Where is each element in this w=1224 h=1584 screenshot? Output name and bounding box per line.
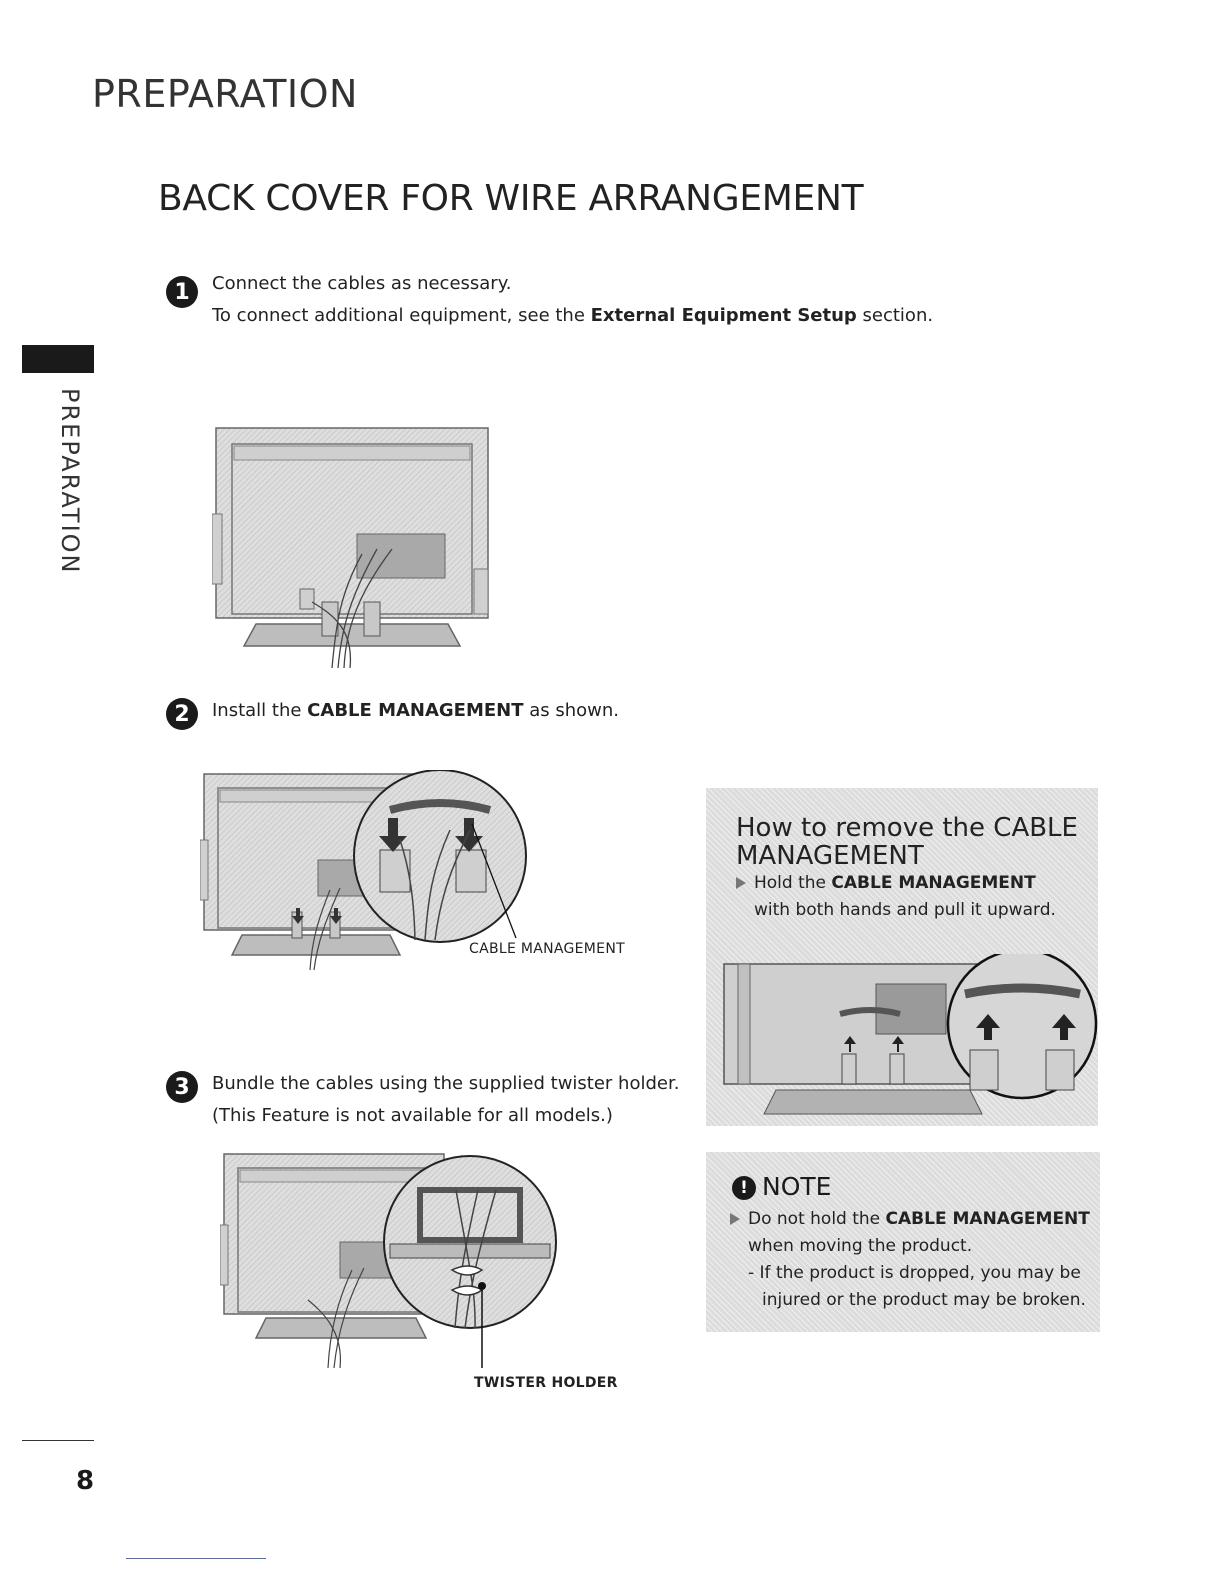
bottom-link-rule (126, 1558, 266, 1559)
step-3-number: 3 (166, 1071, 198, 1103)
footer-rule (22, 1440, 94, 1441)
note-title: NOTE (762, 1172, 832, 1201)
step-2-text: Install the CABLE MANAGEMENT as shown. (212, 700, 620, 721)
twister-holder-callout: TWISTER HOLDER (474, 1375, 618, 1391)
install-cable-management-figure (200, 770, 527, 971)
cable-management-callout: CABLE MANAGEMENT (469, 941, 625, 957)
page-number: 8 (76, 1466, 95, 1496)
step-1-number: 1 (166, 276, 198, 308)
cable-management-ref: CABLE MANAGEMENT (307, 700, 524, 721)
warning-icon: ! (732, 1176, 756, 1200)
bullet-triangle-icon (730, 1213, 740, 1225)
step-3-text: Bundle the cables using the supplied twi… (212, 1068, 679, 1132)
twister-holder-figure (220, 1153, 557, 1369)
bullet-triangle-icon (736, 877, 746, 889)
step-1-line2: To connect additional equipment, see the… (212, 305, 934, 326)
note-heading: !NOTE (732, 1172, 831, 1201)
side-tab-marker (22, 345, 94, 373)
external-equipment-setup-ref: External Equipment Setup (590, 305, 857, 326)
remove-cable-management-figure (723, 954, 1098, 1115)
step-1-text: Connect the cables as necessary. To conn… (212, 268, 933, 332)
note-panel: !NOTE Do not hold the CABLE MANAGEMENT w… (706, 1152, 1100, 1332)
step-1-line1: Connect the cables as necessary. (212, 273, 512, 294)
step-3-line2: (This Feature is not available for all m… (212, 1105, 613, 1126)
tv-back-figure-1 (212, 427, 489, 669)
section-header: PREPARATION (92, 72, 358, 116)
step-2-number: 2 (166, 698, 198, 730)
remove-cable-management-panel: How to remove the CABLE MANAGEMENT Hold … (706, 788, 1098, 1126)
side-tab-label: PREPARATION (56, 388, 84, 575)
note-body: Do not hold the CABLE MANAGEMENT when mo… (730, 1206, 1090, 1314)
remove-panel-title: How to remove the CABLE MANAGEMENT (736, 813, 1078, 871)
side-tab: PREPARATION (40, 388, 90, 575)
remove-panel-instruction: Hold the CABLE MANAGEMENT with both hand… (736, 870, 1056, 924)
page-title: BACK COVER FOR WIRE ARRANGEMENT (158, 178, 864, 219)
step-3-line1: Bundle the cables using the supplied twi… (212, 1073, 680, 1094)
